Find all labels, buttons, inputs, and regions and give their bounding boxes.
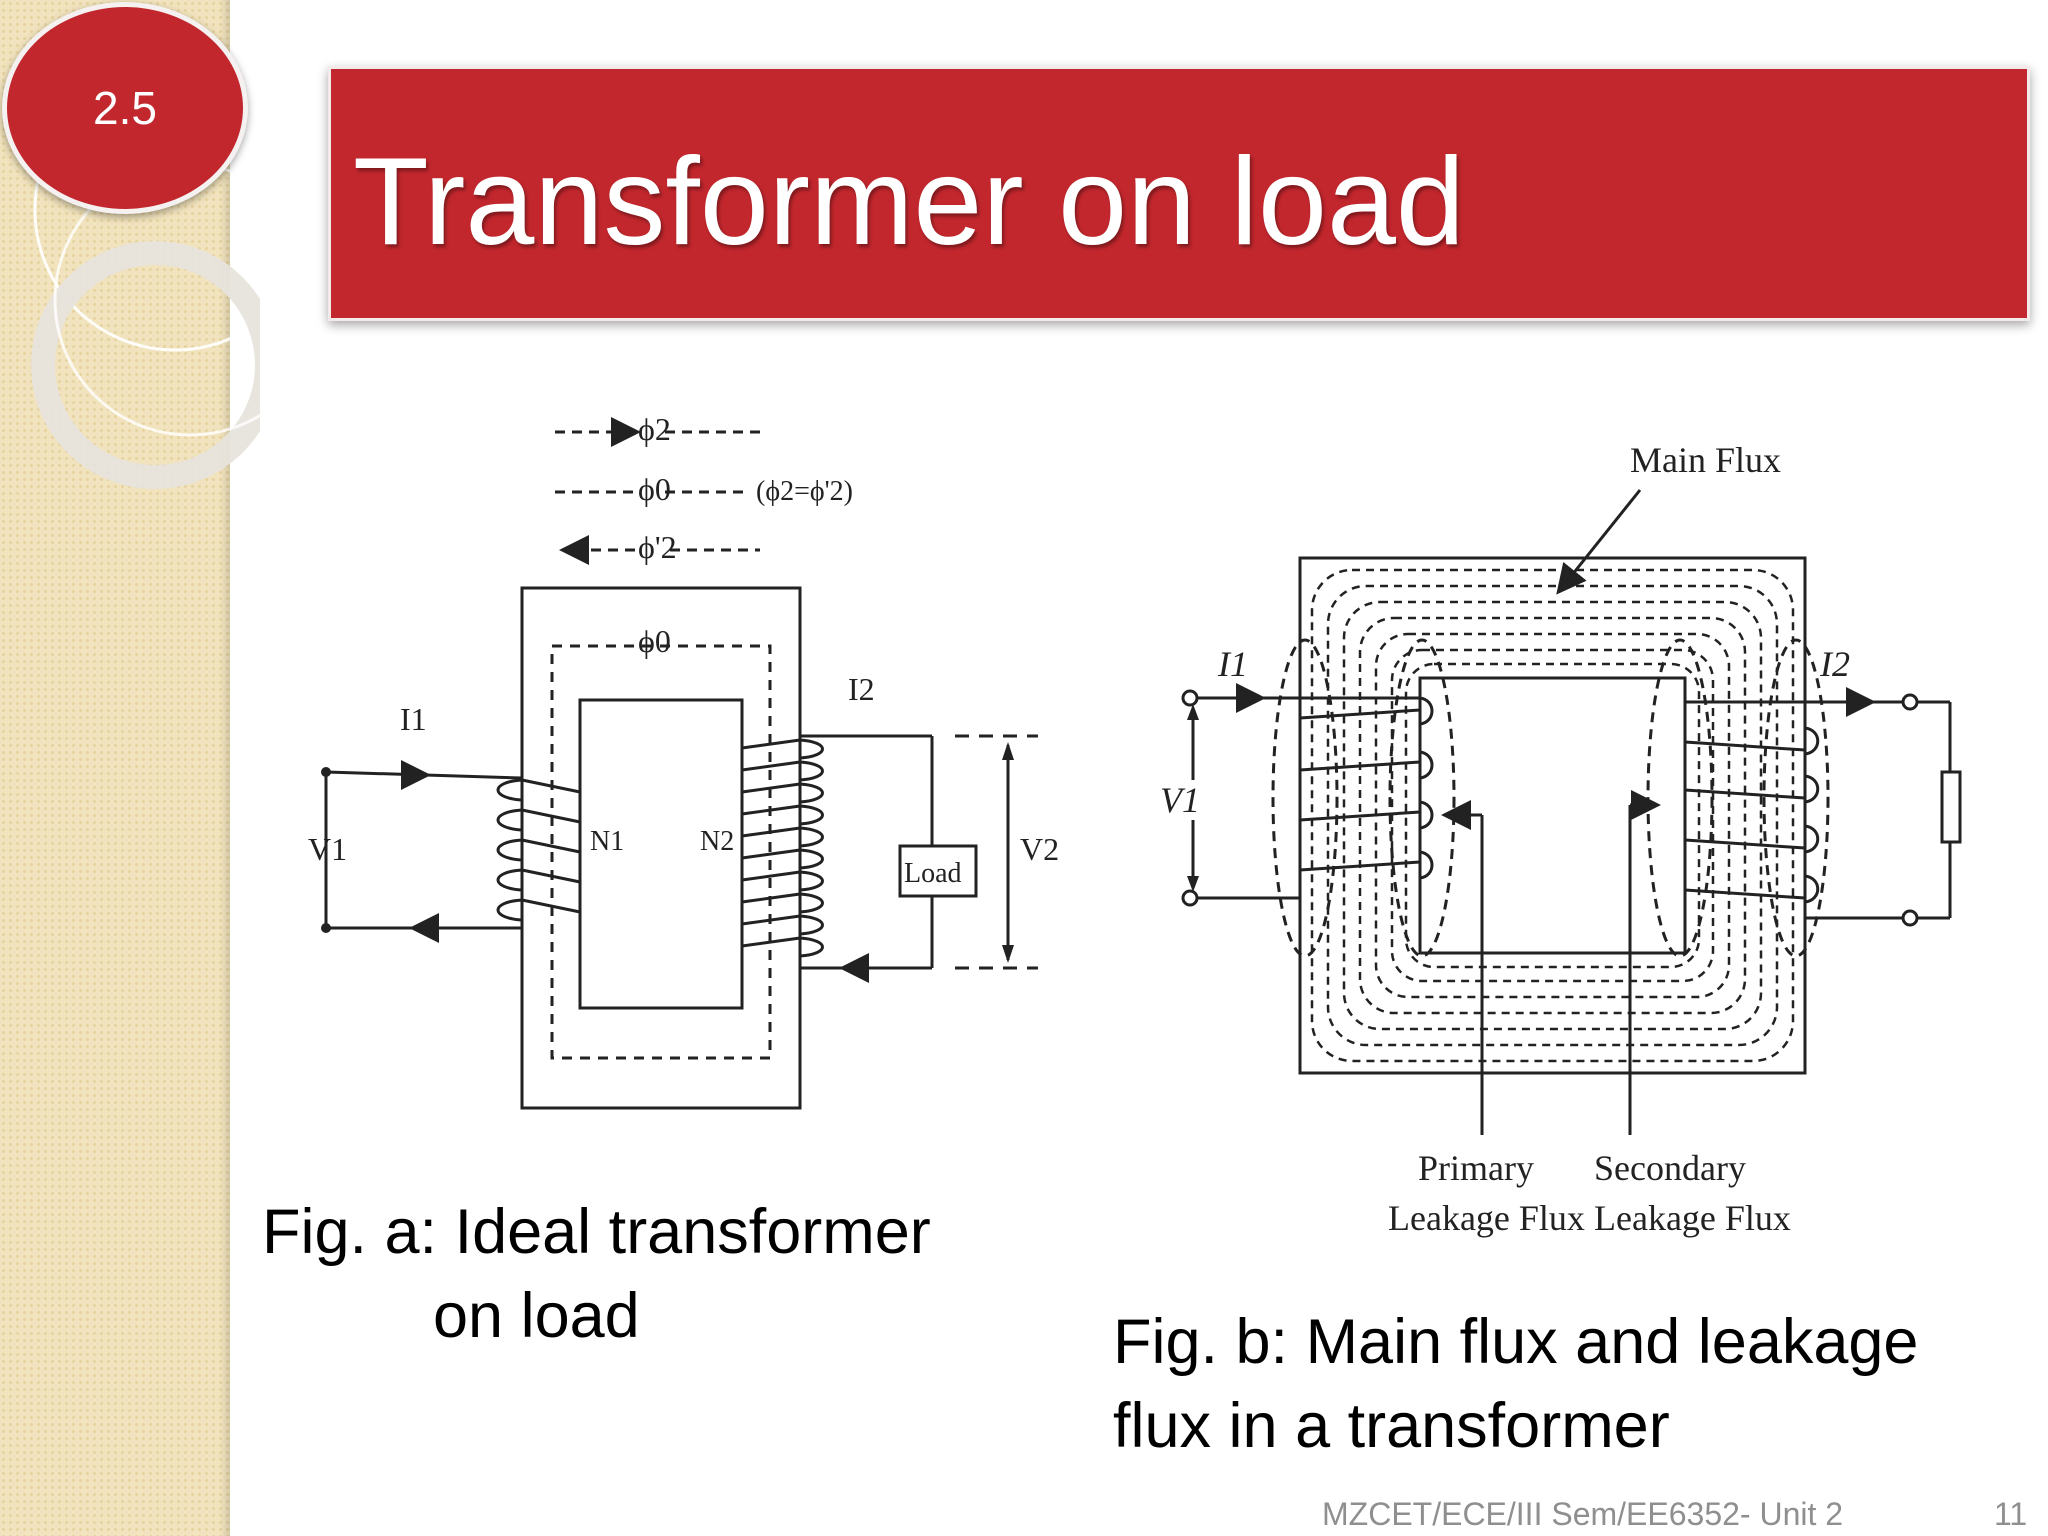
slide-title: Transformer on load [353, 133, 1465, 271]
turns-n2-label: N2 [700, 826, 734, 857]
figure-b-diagram: Main Flux I1 I2 V1 Primary Leakage Flux … [1160, 440, 1962, 1238]
primary-leakage-label-1: Primary [1418, 1148, 1534, 1188]
section-number-badge: 2.5 [2, 2, 248, 214]
figure-b-caption-line2: flux in a transformer [1113, 1391, 1670, 1461]
figure-b-caption-line1: Fig. b: Main flux and leakage [1113, 1307, 1919, 1377]
load-label: Load [904, 858, 962, 889]
page-number: 11 [1994, 1496, 2028, 1532]
figure-a-diagram: ϕ2 ϕ0 (ϕ2=ϕ'2) ϕ'2 ϕ0 I1 I2 V1 V2 N1 N2 … [308, 411, 1059, 1110]
secondary-leakage-label-1: Secondary [1594, 1148, 1746, 1188]
legend-phi2: ϕ2 [638, 411, 671, 447]
main-flux-label: Main Flux [1630, 440, 1781, 480]
title-bar: Transformer on load [328, 66, 2030, 321]
section-number: 2.5 [93, 82, 157, 134]
figure-a-caption-line1: Fig. a: Ideal transformer [262, 1197, 931, 1267]
voltage-v2-label: V2 [1020, 831, 1059, 867]
core-flux-label: ϕ0 [638, 623, 671, 659]
legend-phi0: ϕ0 [638, 471, 671, 507]
legend-phi2-prime: ϕ'2 [638, 529, 677, 565]
primary-leakage-label-2: Leakage Flux [1388, 1198, 1585, 1238]
secondary-leakage-label-2: Leakage Flux [1594, 1198, 1791, 1238]
voltage-v1-label: V1 [308, 831, 347, 867]
current-i2-label: I2 [848, 671, 875, 707]
figure-a-caption-line2: on load [433, 1281, 640, 1351]
strip-shadow [220, 0, 230, 1536]
current-i1-label: I1 [400, 701, 427, 737]
current-i1-label-b: I1 [1217, 644, 1248, 684]
voltage-v1-label-b: V1 [1160, 780, 1200, 820]
current-i2-label-b: I2 [1819, 644, 1850, 684]
turns-n1-label: N1 [590, 826, 624, 857]
footer-course-info: MZCET/ECE/III Sem/EE6352- Unit 2 [1322, 1496, 1844, 1532]
legend-phi-relation: (ϕ2=ϕ'2) [756, 476, 853, 507]
